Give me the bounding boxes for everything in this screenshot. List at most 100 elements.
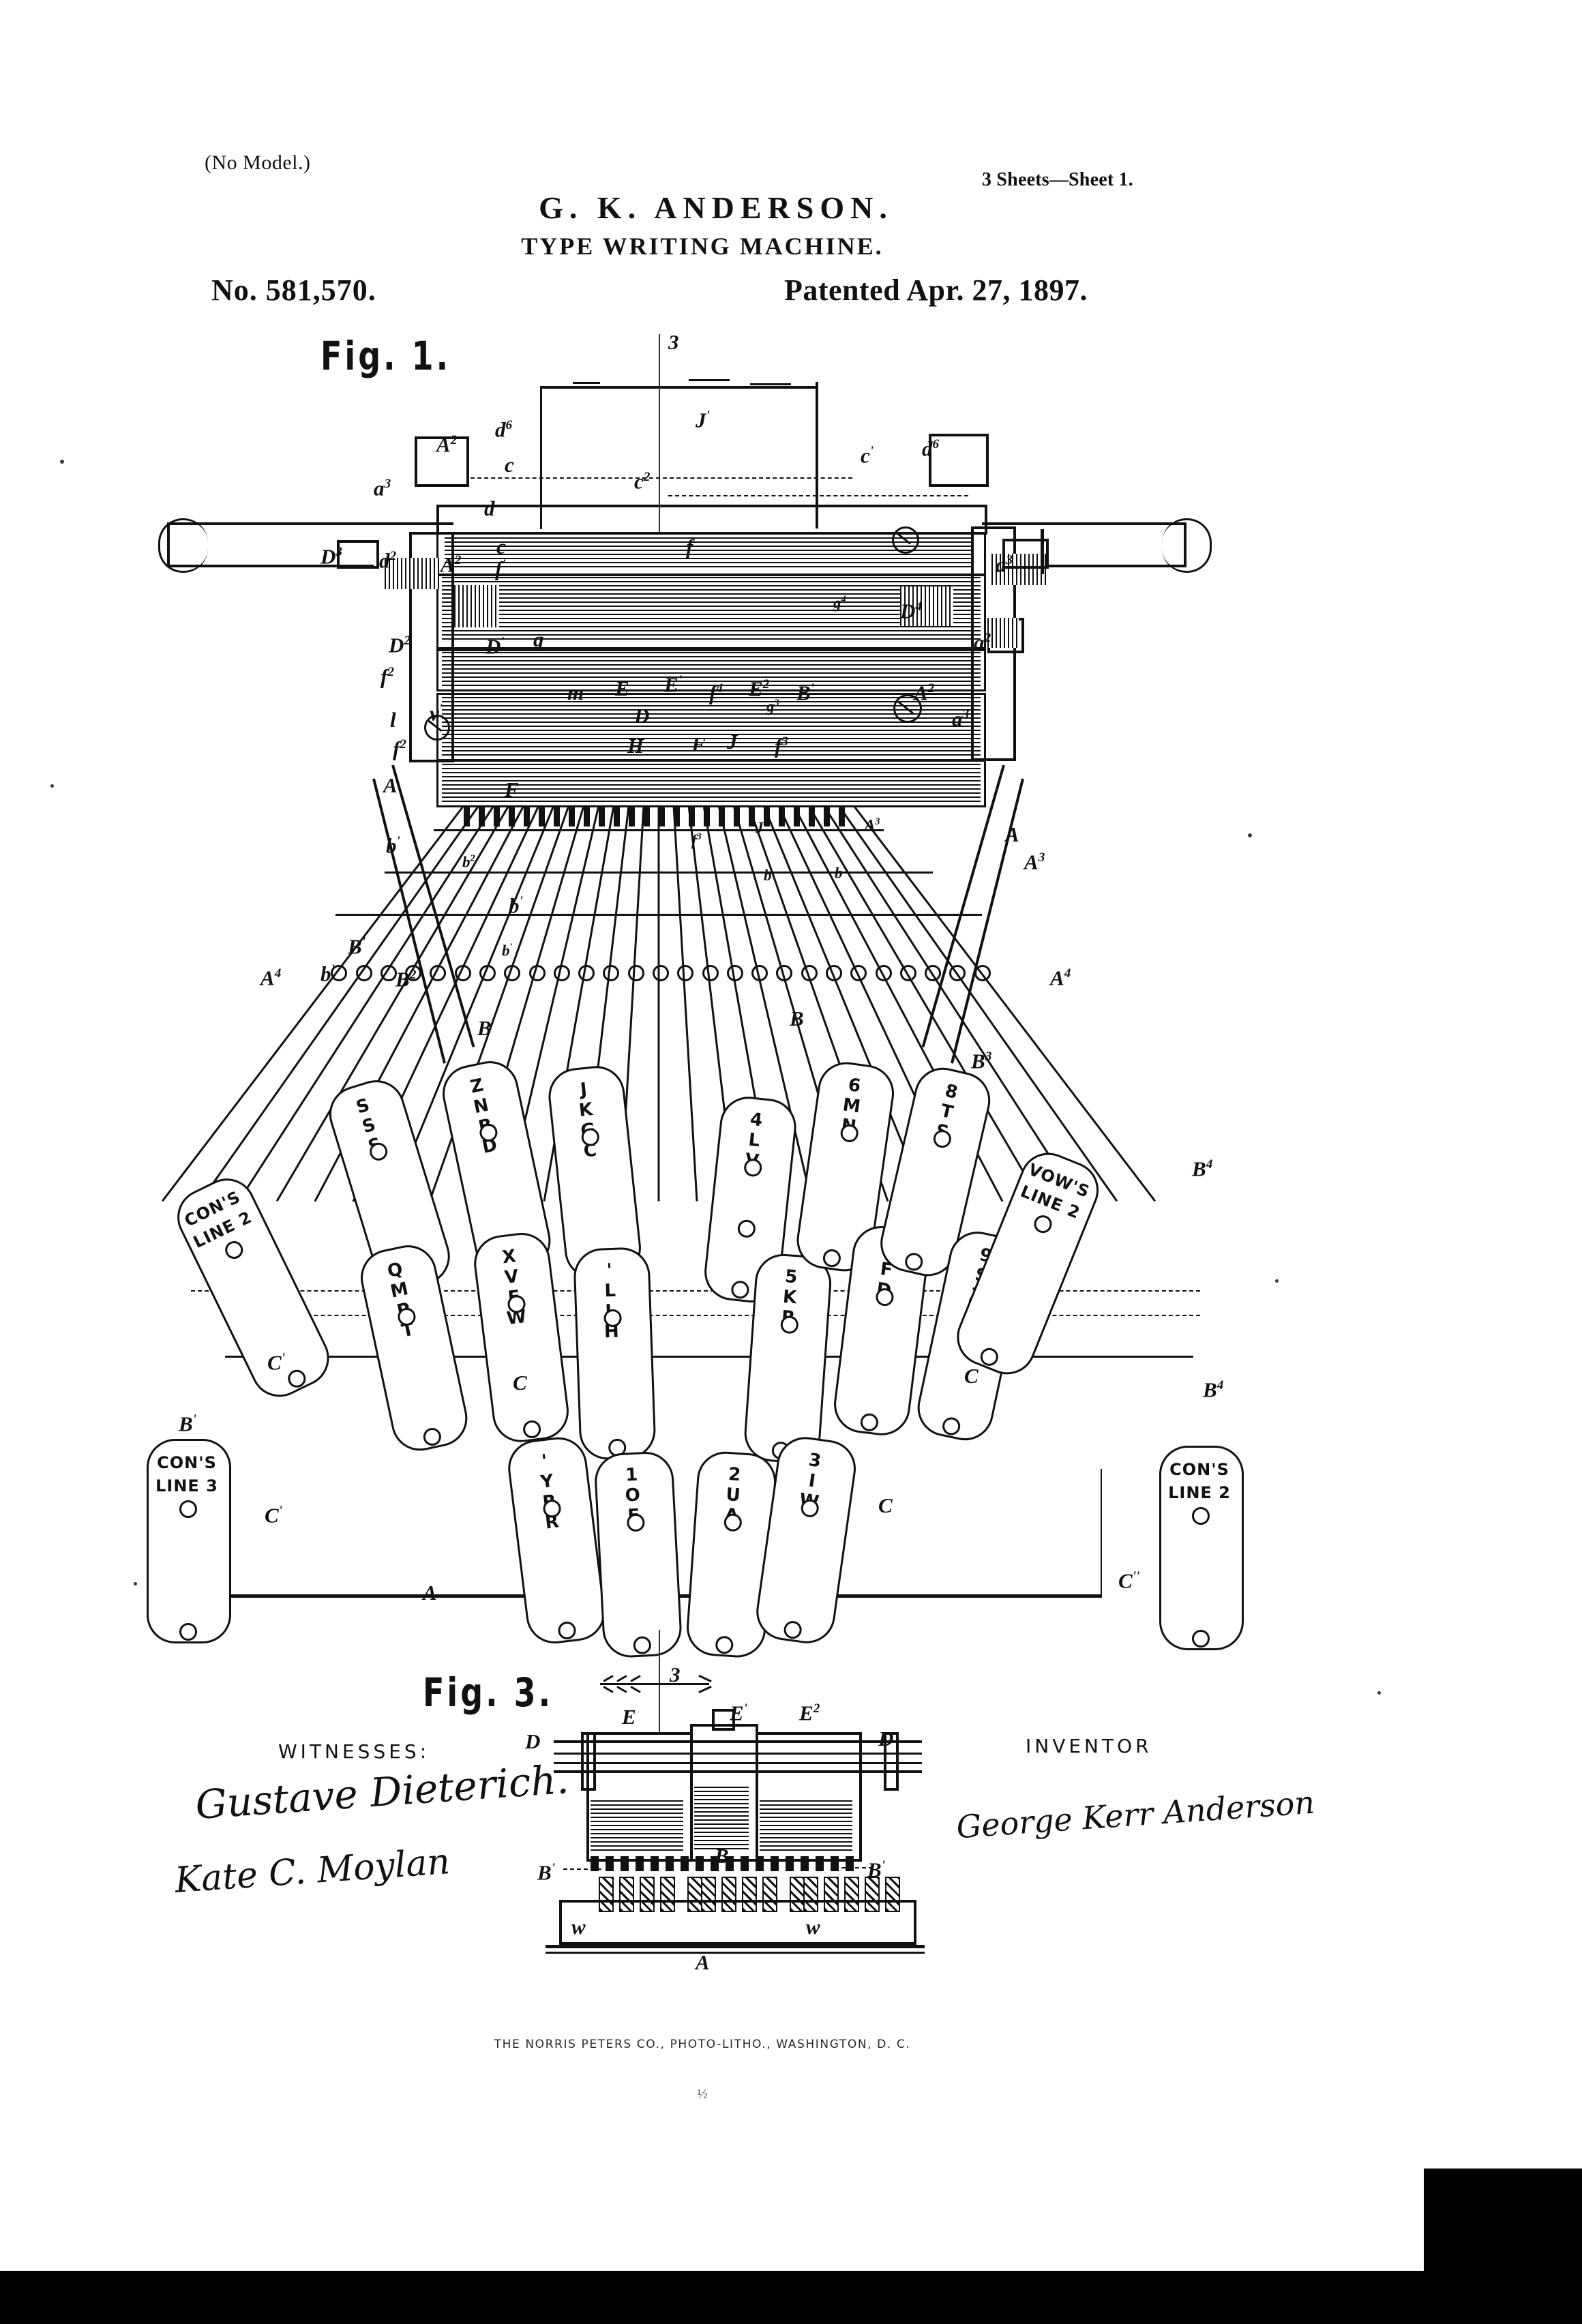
type-tooth <box>681 1856 689 1871</box>
reference-label-a: A <box>696 1950 710 1974</box>
type-bar-slot <box>659 806 665 826</box>
type-tooth <box>831 1856 839 1871</box>
reference-label-c: C <box>878 1493 893 1517</box>
patent-number: No. 581,570. <box>211 273 376 307</box>
type-bar-slot <box>794 806 800 826</box>
type-bar-slot <box>719 806 725 826</box>
reference-label-j: J <box>727 730 738 754</box>
type-tooth <box>786 1856 794 1871</box>
type-bar-slot <box>674 806 680 826</box>
reference-label-a4: A4 <box>260 966 282 990</box>
reference-label-d4: D4 <box>900 599 922 623</box>
reference-label-c: C <box>964 1364 979 1388</box>
reference-label-h: H <box>627 734 644 758</box>
reference-label-b: B <box>477 1016 492 1040</box>
type-tooth <box>666 1856 674 1871</box>
reference-label-a2: A2 <box>436 432 458 457</box>
lever-pivot <box>776 964 793 981</box>
reference-label-e: E <box>622 1705 636 1729</box>
type-bar-slot <box>584 806 590 826</box>
reference-label-fp: f' <box>495 556 506 581</box>
type-tooth <box>696 1856 704 1871</box>
key-finger-hole <box>1192 1507 1210 1525</box>
figure-3-caption: Fig. 3. <box>423 1669 554 1716</box>
type-bar-slot <box>749 806 755 826</box>
lever-pivot <box>899 964 916 981</box>
type-tooth <box>771 1856 779 1871</box>
reference-label-bp: b' <box>509 893 523 918</box>
reference-label-a4: A4 <box>1050 966 1071 990</box>
lever-pivot <box>653 964 669 981</box>
reference-label-b: B <box>715 1844 729 1868</box>
type-bar-slot <box>539 806 545 826</box>
reference-label-d: D <box>525 1729 541 1753</box>
reference-label-ep: E' <box>664 672 683 697</box>
reference-label-b2: b2 <box>462 853 475 871</box>
key-label: 'YRR <box>539 1450 561 1534</box>
reference-label-f: f <box>686 535 693 558</box>
key-bank-blade <box>619 1877 634 1912</box>
reference-label-e2: E2 <box>749 676 770 701</box>
reference-label-a2: A2 <box>441 552 462 577</box>
key-bank-blade <box>865 1877 880 1912</box>
page-mark: ½ <box>697 2087 708 2102</box>
reference-label-g3: g3 <box>766 698 779 715</box>
reference-label-bp: b' <box>502 942 513 959</box>
patent-date: Patented Apr. 27, 1897. <box>784 273 1088 307</box>
reference-label-a2: A2 <box>914 681 935 705</box>
k-5kr[interactable]: 5KR <box>742 1252 833 1465</box>
reference-label-f3: f3 <box>775 734 788 758</box>
lever-pivot <box>479 964 496 981</box>
type-bar-slot <box>569 806 575 826</box>
type-bar-slot <box>734 806 740 826</box>
inventor-signature: George Kerr Anderson <box>955 1783 1316 1846</box>
scan-edge-bottom <box>0 2271 1425 2324</box>
reference-label-b3: B3 <box>971 1049 992 1073</box>
reference-label-bp: b' <box>386 833 400 858</box>
key-bank-blade <box>640 1877 655 1912</box>
witness-signature-2: Kate C. Moylan <box>173 1841 451 1902</box>
k-yrr[interactable]: 'YRR <box>505 1433 609 1647</box>
type-bar-slot <box>479 806 485 826</box>
inventor-label: INVENTOR <box>1026 1735 1152 1757</box>
patent-title: TYPE WRITING MACHINE. <box>521 233 884 260</box>
reference-label-a3: a3 <box>996 552 1013 577</box>
type-bar-slot <box>824 806 830 826</box>
reference-label-l: l <box>390 708 396 732</box>
lever-pivot <box>454 964 471 981</box>
type-bar-slot <box>629 806 635 826</box>
type-tooth <box>726 1856 734 1871</box>
reference-label-d6: d6 <box>922 436 940 461</box>
lever-pivot <box>627 964 644 981</box>
lever-pivot <box>825 964 842 981</box>
key-bank-blade <box>762 1877 777 1912</box>
key-cap[interactable] <box>1159 1446 1244 1650</box>
reference-label-bp: B' <box>179 1412 197 1436</box>
type-bar-slot <box>689 806 695 826</box>
reference-label-a: A <box>383 773 398 797</box>
reference-label-bp: B' <box>348 934 366 959</box>
witnesses-label: WITNESSES: <box>278 1740 430 1763</box>
k-1oe[interactable]: 1OE <box>593 1450 683 1659</box>
witness-signature-1: Gustave Dieterich. <box>194 1755 571 1829</box>
k-llh[interactable]: 'LLH <box>573 1247 657 1461</box>
lever-pivot <box>850 964 867 981</box>
reference-label-a: A <box>1005 822 1019 846</box>
key-cap[interactable] <box>147 1439 231 1643</box>
key-finger-hole <box>179 1500 197 1518</box>
reference-label-d: D <box>878 1727 894 1751</box>
reference-label-bp: B' <box>537 1860 556 1885</box>
reference-label-f4: f4 <box>709 681 723 705</box>
type-bar-slot <box>764 806 770 826</box>
lever-guide-bar <box>434 829 884 831</box>
reference-label-cpp: C'' <box>1118 1568 1140 1593</box>
key-label: XVFW <box>501 1245 528 1330</box>
k-xvfw[interactable]: XVFW <box>471 1230 572 1446</box>
lever-pivot <box>578 964 595 981</box>
